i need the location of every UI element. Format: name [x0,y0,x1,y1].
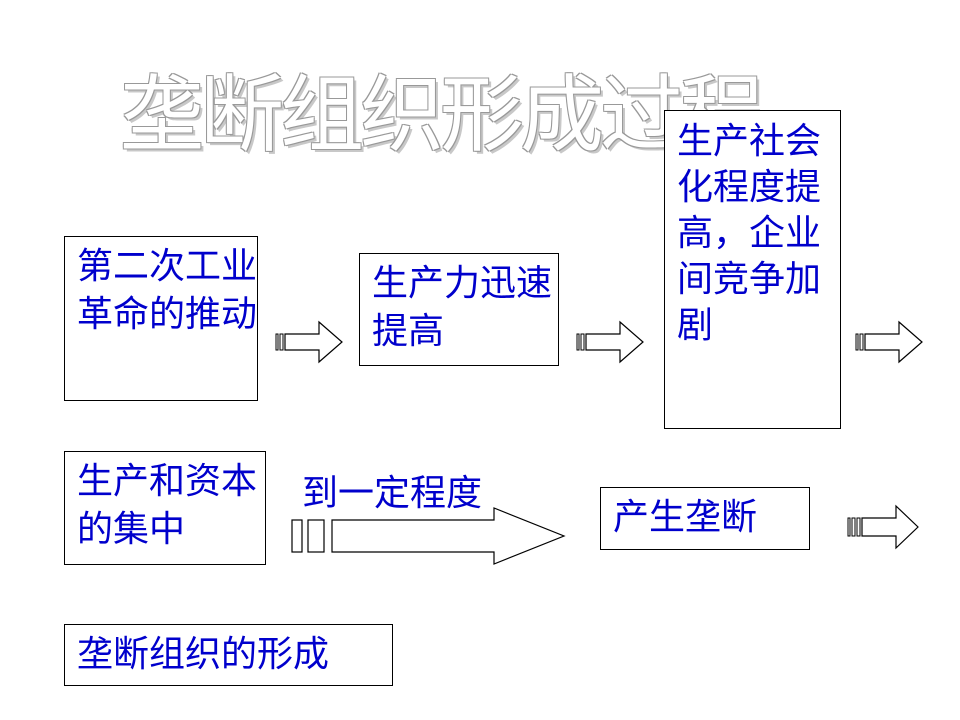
box-productivity-growth: 生产力迅速提高 [359,253,559,366]
arrow-right-icon [275,320,343,364]
arrow-label: 到一定程度 [302,473,483,514]
long-arrow-right-icon [291,507,566,565]
slide-title: 垄断组织形成过程 [120,66,764,164]
arrow-right-icon [576,320,644,364]
box-concentration: 生产和资本的集中 [64,451,266,565]
box-monopoly-emerges: 产生垄断 [600,487,810,550]
box-industrial-revolution: 第二次工业革命的推动 [64,236,258,401]
box-socialization: 生产社会化程度提高，企业间竞争加剧 [664,110,841,429]
box-monopoly-formation: 垄断组织的形成 [64,624,393,686]
arrow-right-icon [855,320,923,364]
arrow-right-icon [847,504,919,550]
